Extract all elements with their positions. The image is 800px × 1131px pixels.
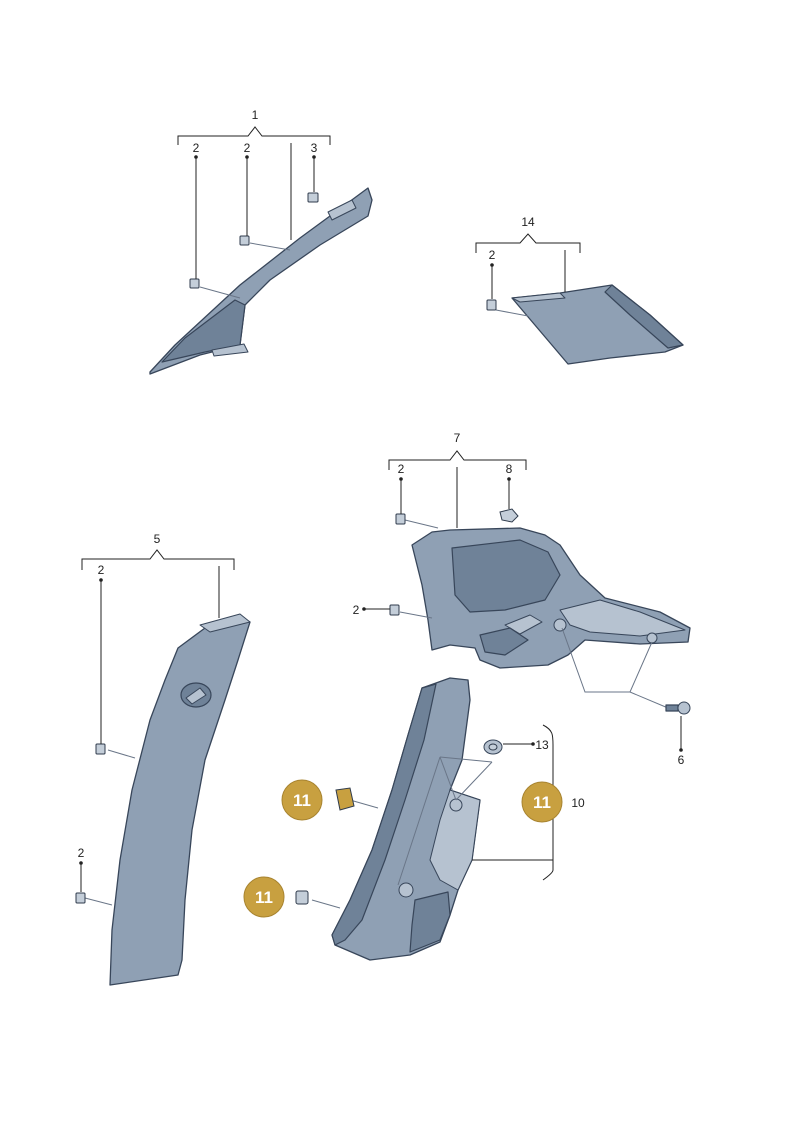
callout-label: 1 [252, 108, 259, 122]
badge-label: 11 [293, 791, 311, 810]
clip [75, 892, 86, 904]
leader-dot [490, 263, 494, 267]
callout-badge: 11 [521, 781, 563, 823]
callout-label: 6 [678, 753, 685, 767]
leader-dot [99, 578, 103, 582]
leader-dot [399, 477, 403, 481]
leader-dot [194, 155, 198, 159]
badge-label: 11 [255, 888, 273, 907]
b-pillar-trim [84, 613, 251, 986]
leader-dot [531, 742, 535, 746]
clip [389, 604, 400, 616]
clip [239, 235, 250, 246]
callout-label: 3 [311, 141, 318, 155]
callout-label: 13 [535, 738, 549, 752]
callout-label: 2 [78, 846, 85, 860]
group-bracket [81, 549, 235, 570]
group-bracket [177, 126, 331, 145]
clip [395, 513, 406, 525]
callout-label: 2 [193, 141, 200, 155]
callout-badge: 11 [243, 876, 285, 918]
clip-grommet [483, 739, 503, 755]
c-pillar-lower-trim [311, 677, 493, 961]
callout-label: 14 [521, 215, 535, 229]
clip [307, 192, 319, 203]
callout-label: 8 [506, 462, 513, 476]
leader-dot [679, 748, 683, 752]
leader-dot [312, 155, 316, 159]
leader-dot [507, 477, 511, 481]
callout-label: 2 [244, 141, 251, 155]
a-pillar-trim [149, 187, 373, 375]
group-bracket [475, 233, 581, 253]
clip [295, 890, 309, 905]
badge-label: 11 [533, 793, 551, 812]
clip [189, 278, 200, 289]
clip [335, 787, 355, 811]
leader-dot [362, 607, 366, 611]
callout-label: 2 [98, 563, 105, 577]
callout-label: 7 [454, 431, 461, 445]
callout-label: 2 [353, 603, 360, 617]
callout-label: 2 [398, 462, 405, 476]
callout-label: 10 [571, 796, 585, 810]
callout-label: 5 [154, 532, 161, 546]
callout-badge: 11 [281, 779, 323, 821]
clip [486, 299, 497, 311]
rear-side-trim-panel [399, 519, 691, 709]
clip [95, 743, 106, 755]
group-bracket [388, 450, 527, 470]
callout-label: 2 [489, 248, 496, 262]
leader-dot [245, 155, 249, 159]
clip [499, 508, 519, 523]
leader-dot [79, 861, 83, 865]
upper-trim-panel [495, 284, 684, 365]
screw [665, 701, 691, 715]
